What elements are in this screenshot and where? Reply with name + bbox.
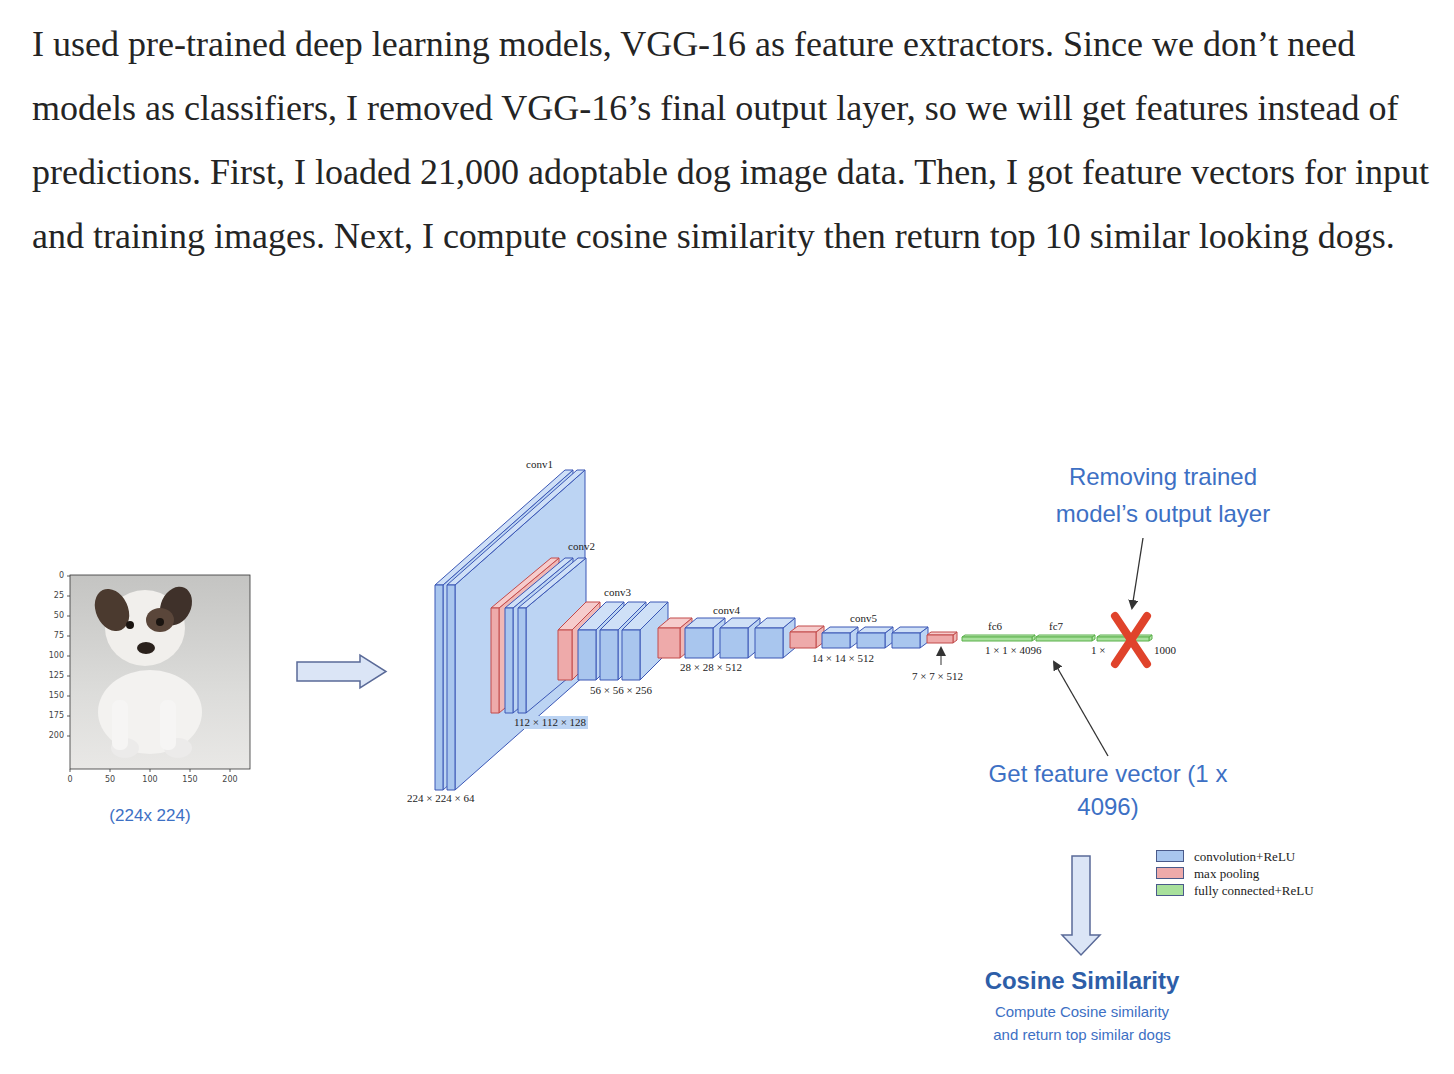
- axis-tick: 200: [36, 731, 64, 741]
- conv-block: [505, 608, 513, 713]
- conv-block: [892, 633, 920, 648]
- dimension-label: 14 × 14 × 512: [812, 652, 874, 665]
- axis-tick: 150: [36, 691, 64, 701]
- dimension-label: 112 × 112 × 128: [512, 716, 588, 729]
- conv-block: [755, 618, 795, 628]
- leader-line: [1054, 662, 1108, 756]
- dimension-label: 56 × 56 × 256: [590, 684, 652, 697]
- removal-cross: [1115, 616, 1147, 664]
- fc-block: [1036, 637, 1092, 641]
- leader-line: [1132, 538, 1143, 608]
- conv-block: [755, 628, 783, 658]
- dimension-label: 7 × 7 × 512: [912, 670, 963, 683]
- legend-swatch: [1156, 850, 1184, 862]
- axis-tick: 150: [175, 775, 205, 785]
- conv-block: [720, 618, 760, 628]
- axis-tick: 0: [36, 571, 64, 581]
- dimension-label: 1 × 1 × 4096: [985, 644, 1041, 657]
- conv-block: [857, 627, 893, 633]
- conv-block: [600, 630, 618, 680]
- conv-block: [822, 633, 850, 648]
- body-paragraph: I used pre-trained deep learning models,…: [32, 12, 1432, 268]
- input-arrow: [297, 655, 386, 688]
- vgg16-network: [435, 470, 1152, 790]
- layer-name: conv3: [604, 586, 631, 599]
- layer-name: fc7: [1049, 620, 1063, 633]
- dog-photo: [67, 575, 250, 772]
- fc-block: [1097, 637, 1149, 641]
- callout-text: Removing trained model’s output layer: [1033, 458, 1293, 532]
- layer-name: conv1: [526, 458, 553, 471]
- dimension-label: 28 × 28 × 512: [680, 661, 742, 674]
- pool-block: [790, 626, 824, 632]
- layer-name: conv2: [568, 540, 595, 553]
- conv-block: [578, 630, 596, 680]
- axis-tick: 25: [36, 591, 64, 601]
- conv-block: [892, 627, 928, 633]
- axis-tick: 75: [36, 631, 64, 641]
- axis-tick: 100: [36, 651, 64, 661]
- layer-name: conv5: [850, 612, 877, 625]
- conv-block: [435, 585, 443, 790]
- axis-tick: 175: [36, 711, 64, 721]
- pool-block: [790, 632, 816, 648]
- axis-tick: 100: [135, 775, 165, 785]
- legend-swatch: [1156, 867, 1184, 879]
- conv-block: [685, 628, 713, 658]
- conv-block: [720, 628, 748, 658]
- conv-block: [685, 618, 725, 628]
- conv-block: [455, 470, 585, 790]
- pool-block: [558, 630, 572, 680]
- legend-swatch: [1156, 884, 1184, 896]
- conv-block: [518, 558, 586, 608]
- conv-block: [857, 633, 885, 648]
- dimension-label: 1000: [1154, 644, 1176, 657]
- conv-block: [447, 585, 455, 790]
- dimension-label: 1 ×: [1091, 644, 1105, 657]
- legend-text: fully connected+ReLU: [1194, 883, 1314, 898]
- layer-name: fc6: [988, 620, 1002, 633]
- legend-text: convolution+ReLU: [1194, 849, 1295, 864]
- layer-name: conv4: [713, 604, 740, 617]
- step-description: Compute Cosine similarity and return top…: [962, 1000, 1202, 1046]
- pointer-arrow: [941, 648, 942, 665]
- callout-text: Get feature vector (1 x 4096): [988, 757, 1228, 823]
- axis-tick: 125: [36, 671, 64, 681]
- conv-block: [822, 627, 858, 633]
- pool-block: [927, 635, 953, 643]
- pool-block: [658, 628, 680, 658]
- pool-block: [491, 608, 499, 713]
- legend-text: max pooling: [1194, 866, 1259, 881]
- dimension-label: 224 × 224 × 64: [407, 792, 474, 805]
- down-arrow: [1062, 856, 1100, 955]
- image-size-label: (224x 224): [80, 806, 220, 826]
- axis-tick: 0: [55, 775, 85, 785]
- conv-block: [622, 630, 640, 680]
- step-title: Cosine Similarity: [932, 966, 1232, 996]
- axis-tick: 50: [36, 611, 64, 621]
- axis-tick: 200: [215, 775, 245, 785]
- conv-block: [518, 608, 526, 713]
- axis-tick: 50: [95, 775, 125, 785]
- fc-block: [962, 637, 1032, 641]
